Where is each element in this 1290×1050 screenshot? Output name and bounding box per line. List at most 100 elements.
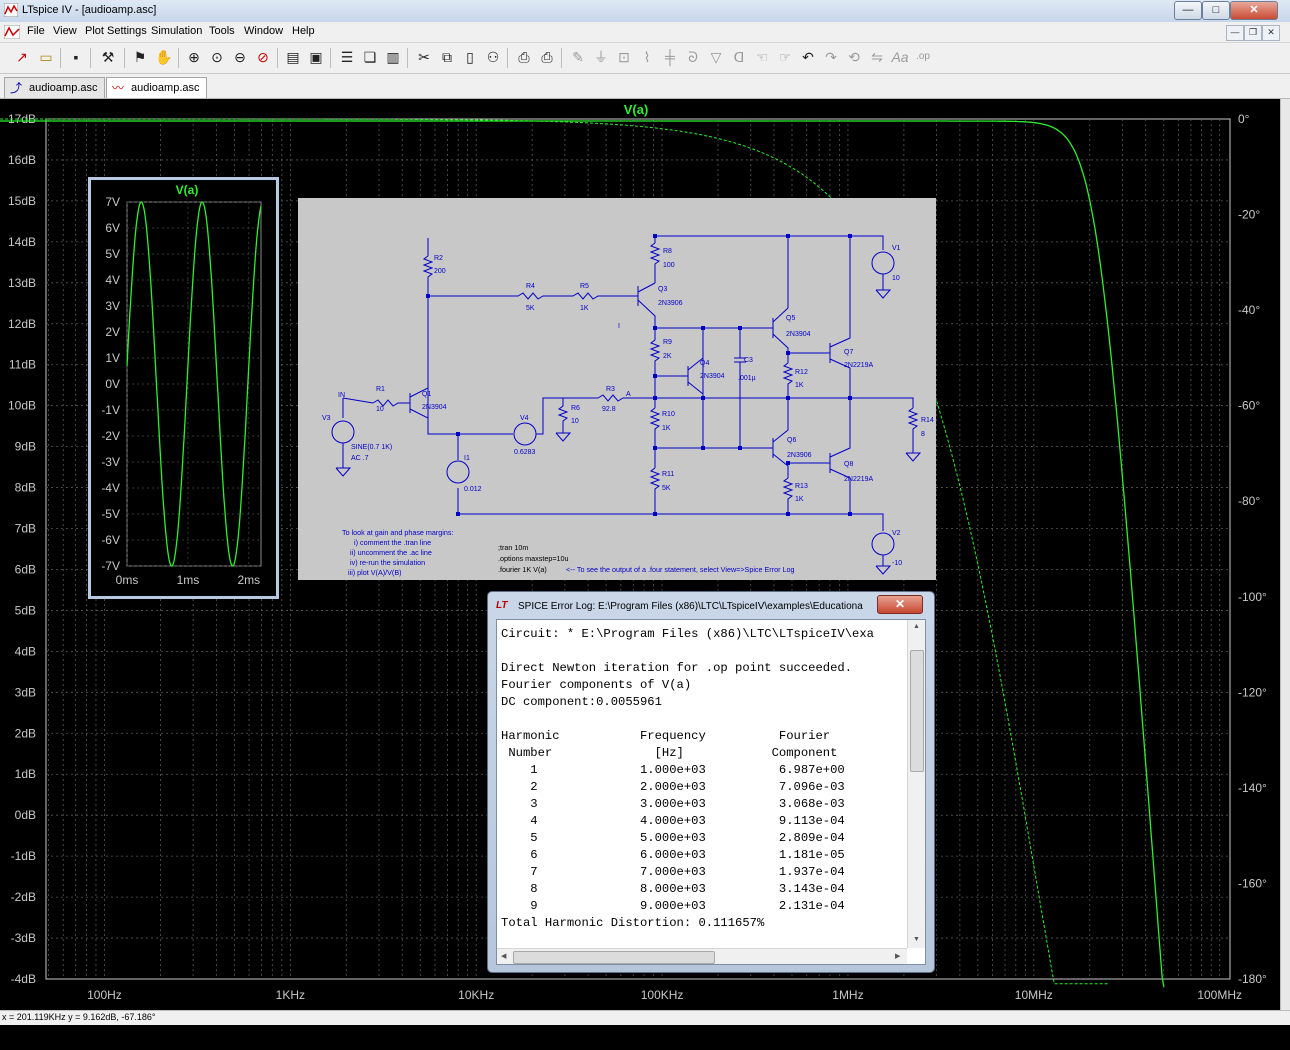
left-axis-label: -1dB bbox=[11, 849, 36, 863]
zoom-out-icon[interactable]: ⊖ bbox=[234, 49, 246, 65]
trace-label-va[interactable]: V(a) bbox=[624, 102, 649, 117]
tile-horizontal-icon[interactable]: ☰ bbox=[340, 49, 354, 65]
component-icon[interactable]: ᗡ bbox=[733, 49, 745, 65]
spice-directive-icon[interactable]: .op bbox=[916, 51, 930, 62]
ground-icon[interactable]: ⏚ bbox=[594, 49, 608, 65]
autorange-icon[interactable]: ▤ bbox=[286, 49, 300, 65]
vertical-scroll-thumb[interactable] bbox=[910, 650, 924, 772]
menu-view[interactable]: View bbox=[53, 25, 77, 37]
tab-schematic[interactable]: ⤴ audioamp.asc bbox=[4, 77, 105, 98]
control-panel-hammer-icon[interactable]: ⚒ bbox=[101, 49, 115, 65]
svg-text:ii) uncomment the .ac line: ii) uncomment the .ac line bbox=[350, 548, 432, 557]
halt-hand-icon[interactable]: ✋ bbox=[155, 49, 173, 65]
svg-text:Q7: Q7 bbox=[844, 349, 853, 356]
menu-simulation[interactable]: Simulation bbox=[151, 25, 203, 37]
x-tick-label: 1MHz bbox=[832, 988, 863, 1002]
left-axis-label: 0dB bbox=[15, 808, 36, 822]
close-button[interactable]: ✕ bbox=[1230, 1, 1278, 20]
svg-text:10: 10 bbox=[571, 418, 579, 425]
menu-help[interactable]: Help bbox=[292, 25, 315, 37]
label-net-icon[interactable]: ⊡ bbox=[618, 49, 630, 65]
zoom-in-icon[interactable]: ⊕ bbox=[188, 49, 200, 65]
rotate-icon[interactable]: ⟲ bbox=[848, 49, 860, 65]
mdi-restore-button[interactable]: ❐ bbox=[1244, 25, 1262, 41]
left-axis-label: -3dB bbox=[11, 931, 36, 945]
inset-y-label: -6V bbox=[101, 533, 120, 547]
dialog-close-button[interactable]: ✕ bbox=[877, 595, 923, 614]
horizontal-scroll-thumb[interactable] bbox=[513, 951, 715, 964]
menu-window[interactable]: Window bbox=[244, 25, 284, 37]
capacitor-icon[interactable]: ╪ bbox=[665, 49, 675, 65]
menu-plot-settings[interactable]: Plot Settings bbox=[85, 25, 147, 37]
minimize-button[interactable]: — bbox=[1174, 1, 1202, 20]
save-icon[interactable]: ▪ bbox=[73, 49, 79, 65]
tab-label: audioamp.asc bbox=[29, 82, 98, 94]
find-binoculars-icon[interactable]: ⚇ bbox=[486, 49, 500, 65]
copy-icon[interactable]: ⧉ bbox=[442, 49, 452, 65]
svg-text:SINE(0.7 1K): SINE(0.7 1K) bbox=[351, 444, 392, 451]
menu-tools[interactable]: Tools bbox=[209, 25, 235, 37]
svg-text:2N3906: 2N3906 bbox=[658, 300, 683, 307]
svg-text:100: 100 bbox=[663, 262, 675, 269]
log-line: 8 8.000e+03 3.143e-04 bbox=[501, 882, 845, 896]
left-axis-label: 11dB bbox=[9, 358, 36, 372]
move-hand-icon[interactable]: ☜ bbox=[755, 49, 769, 65]
log-line: 2 2.000e+03 7.096e-03 bbox=[501, 780, 845, 794]
svg-text:C3: C3 bbox=[744, 357, 753, 364]
drag-hand-icon[interactable]: ☞ bbox=[778, 49, 792, 65]
horizontal-scrollbar[interactable]: ◀ ▶ bbox=[497, 948, 907, 964]
spice-error-log-dialog[interactable]: LT SPICE Error Log: E:\Program Files (x8… bbox=[487, 591, 935, 973]
waveform-doc-icon[interactable] bbox=[4, 25, 20, 39]
maximize-button[interactable]: □ bbox=[1202, 1, 1230, 20]
svg-text:R12: R12 bbox=[795, 369, 808, 376]
document-tabs: ⤴ audioamp.asc 〰 audioamp.asc bbox=[0, 74, 1290, 99]
svg-text:0.012: 0.012 bbox=[464, 486, 482, 493]
left-axis-label: 7dB bbox=[15, 522, 36, 536]
wire-icon[interactable]: ✎ bbox=[572, 49, 584, 65]
mirror-icon[interactable]: ⇋ bbox=[871, 49, 883, 65]
inductor-icon[interactable]: ᘐ bbox=[688, 49, 698, 65]
scroll-right-icon[interactable]: ▶ bbox=[895, 953, 901, 960]
scroll-up-icon[interactable]: ▲ bbox=[913, 623, 920, 630]
svg-text:200: 200 bbox=[434, 268, 446, 275]
x-tick-label: 100KHz bbox=[641, 988, 684, 1002]
svg-text:R2: R2 bbox=[434, 255, 443, 262]
print-setup-icon[interactable]: ⎙ bbox=[518, 49, 530, 65]
run-icon[interactable]: ⚑ bbox=[133, 49, 147, 65]
svg-text:2N3904: 2N3904 bbox=[700, 373, 725, 380]
zoom-fit-icon[interactable]: ▣ bbox=[309, 49, 323, 65]
svg-text:2N3904: 2N3904 bbox=[786, 331, 811, 338]
open-folder-icon[interactable]: ▭ bbox=[39, 49, 53, 65]
pan-icon[interactable]: ⊙ bbox=[211, 49, 223, 65]
text-icon[interactable]: Aa bbox=[891, 49, 909, 65]
svg-text:V4: V4 bbox=[520, 415, 529, 422]
scroll-down-icon[interactable]: ▼ bbox=[913, 936, 920, 943]
redo-icon[interactable]: ↷ bbox=[825, 49, 837, 65]
left-axis-label: 5dB bbox=[15, 603, 36, 617]
cascade-icon[interactable]: ❏ bbox=[363, 49, 377, 65]
cut-icon[interactable]: ✂ bbox=[418, 49, 430, 65]
svg-text:2K: 2K bbox=[663, 353, 672, 360]
svg-text:AC .7: AC .7 bbox=[351, 455, 369, 462]
tab-waveform[interactable]: 〰 audioamp.asc bbox=[106, 77, 207, 98]
error-log-text-area[interactable]: Circuit: * E:\Program Files (x86)\LTC\LT… bbox=[496, 619, 926, 965]
tile-vertical-icon[interactable]: ▥ bbox=[386, 49, 400, 65]
diode-icon[interactable]: ▽ bbox=[710, 49, 722, 65]
mdi-close-button[interactable]: ✕ bbox=[1262, 25, 1280, 41]
log-line: Harmonic Frequency Fourier bbox=[501, 729, 831, 743]
vertical-scrollbar[interactable]: ▲ ▼ bbox=[907, 620, 925, 948]
undo-icon[interactable]: ↶ bbox=[802, 49, 814, 65]
menu-file[interactable]: File bbox=[27, 25, 45, 37]
left-axis-label: 1dB bbox=[15, 767, 36, 781]
mdi-minimize-button[interactable]: — bbox=[1226, 25, 1244, 41]
zoom-cancel-icon[interactable]: ⊘ bbox=[257, 49, 269, 65]
print-icon[interactable]: ⎙ bbox=[541, 49, 553, 65]
left-axis-label: 2dB bbox=[15, 726, 36, 740]
paste-icon[interactable]: ▯ bbox=[466, 49, 474, 65]
svg-text:R14: R14 bbox=[921, 417, 934, 424]
resistor-icon[interactable]: ⌇ bbox=[643, 49, 651, 65]
svg-text:R8: R8 bbox=[663, 248, 672, 255]
new-schematic-icon[interactable]: ↗ bbox=[16, 49, 28, 65]
scroll-left-icon[interactable]: ◀ bbox=[501, 953, 507, 960]
